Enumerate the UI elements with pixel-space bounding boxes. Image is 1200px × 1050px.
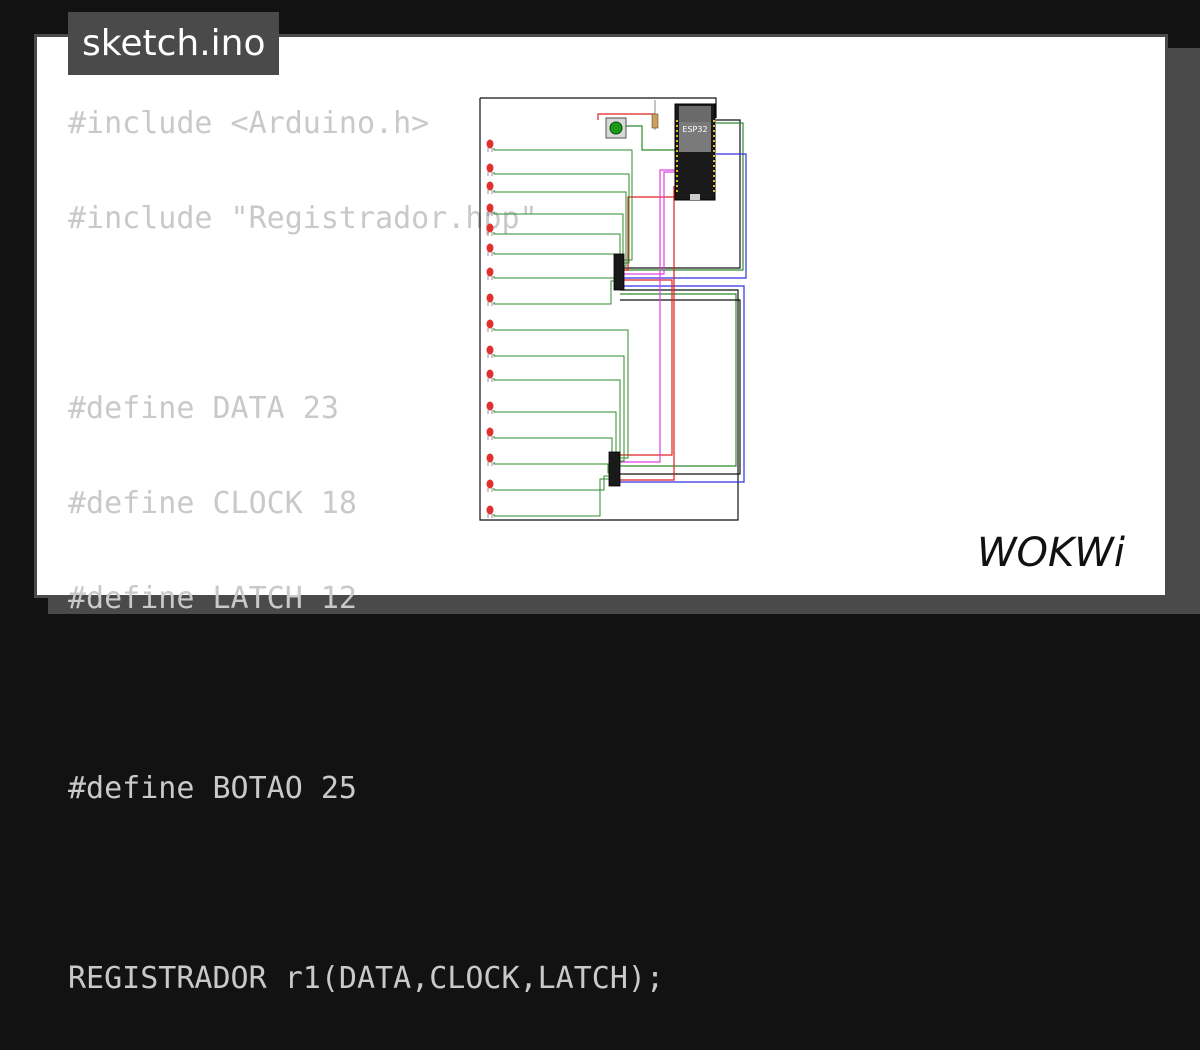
- code-line-4: #define DATA 23: [68, 391, 339, 426]
- led-legs: [487, 252, 493, 256]
- led-wire: [493, 232, 621, 273]
- led-wire: [493, 172, 630, 264]
- esp32-pin: [713, 120, 715, 122]
- esp32-pin: [713, 150, 715, 152]
- esp32-pin: [676, 145, 678, 147]
- esp32-pin: [713, 130, 715, 132]
- code-line-10: REGISTRADOR r1(DATA,CLOCK,LATCH);: [68, 961, 665, 996]
- esp32-pin: [676, 140, 678, 142]
- led[interactable]: [486, 505, 494, 515]
- esp32-pin: [676, 125, 678, 127]
- esp32-pin: [713, 160, 715, 162]
- led-wire: [493, 276, 614, 279]
- led-legs: [487, 410, 493, 414]
- led-wire: [493, 148, 633, 261]
- shift-register-1: [613, 253, 625, 291]
- led-wire: [493, 354, 625, 462]
- code-line-1: #include <Arduino.h>: [68, 106, 430, 141]
- led-legs: [487, 172, 493, 176]
- circuit-diagram: ESP32: [479, 97, 747, 521]
- esp32-pin: [713, 185, 715, 187]
- led[interactable]: [486, 223, 494, 233]
- led-legs: [487, 276, 493, 280]
- wokwi-logo: WOKWi: [977, 530, 1125, 576]
- esp32-pin: [676, 135, 678, 137]
- esp32-pin: [713, 135, 715, 137]
- led-wire: [493, 462, 609, 474]
- esp32-label: ESP32: [682, 125, 707, 134]
- led-legs: [487, 302, 493, 306]
- led[interactable]: [486, 293, 494, 303]
- code-line-8: #define BOTAO 25: [68, 771, 357, 806]
- esp32-pin: [713, 165, 715, 167]
- esp32-pin: [676, 180, 678, 182]
- esp32-pin: [676, 130, 678, 132]
- led[interactable]: [486, 427, 494, 437]
- esp32-pin: [676, 190, 678, 192]
- esp32-pin: [713, 180, 715, 182]
- led[interactable]: [486, 139, 494, 149]
- code-line-7: [68, 670, 664, 718]
- led-legs: [487, 148, 493, 152]
- code-line-6: #define LATCH 12: [68, 581, 357, 616]
- led-wire: [493, 212, 624, 270]
- code-line-2: #include "Registrador.hpp": [68, 201, 538, 236]
- led-legs: [487, 190, 493, 194]
- led-legs: [487, 328, 493, 332]
- led[interactable]: [486, 401, 494, 411]
- esp32-pin: [713, 170, 715, 172]
- led[interactable]: [486, 345, 494, 355]
- led-wire: [493, 475, 609, 491]
- led[interactable]: [486, 163, 494, 173]
- led-legs: [487, 488, 493, 492]
- led-legs: [487, 212, 493, 216]
- led-wire: [493, 328, 629, 459]
- led[interactable]: [486, 181, 494, 191]
- esp32-pin: [676, 150, 678, 152]
- led[interactable]: [486, 203, 494, 213]
- led-legs: [487, 462, 493, 466]
- led[interactable]: [486, 319, 494, 329]
- led[interactable]: [486, 369, 494, 379]
- esp32-pin: [676, 175, 678, 177]
- code-line-9: [68, 860, 664, 908]
- led-legs: [487, 232, 493, 236]
- led-wire: [493, 436, 613, 471]
- led-wire: [493, 252, 618, 276]
- esp32-pin: [713, 190, 715, 192]
- led-legs: [487, 514, 493, 518]
- led[interactable]: [486, 453, 494, 463]
- led-wire: [493, 190, 627, 267]
- svg-text:WOKWi: WOKWi: [977, 530, 1125, 576]
- esp32-pin: [676, 170, 678, 172]
- led-wire: [493, 280, 614, 305]
- esp32-pin: [713, 140, 715, 142]
- esp32-pin: [713, 175, 715, 177]
- preview-card: [34, 34, 1168, 598]
- led[interactable]: [486, 479, 494, 489]
- esp32-pin: [713, 125, 715, 127]
- filename-tab[interactable]: sketch.ino: [68, 12, 280, 75]
- led-legs: [487, 378, 493, 382]
- esp32-pin: [713, 145, 715, 147]
- esp32-pin: [676, 120, 678, 122]
- led[interactable]: [486, 267, 494, 277]
- led-legs: [487, 354, 493, 358]
- led-legs: [487, 436, 493, 440]
- led-wire: [493, 378, 621, 465]
- led-wire: [493, 478, 609, 517]
- esp32-pin: [676, 185, 678, 187]
- esp32-pin: [676, 160, 678, 162]
- esp32-pin: [676, 155, 678, 157]
- led[interactable]: [486, 243, 494, 253]
- esp32-pin: [713, 155, 715, 157]
- esp32-pin: [676, 165, 678, 167]
- shift-register-2: [608, 451, 621, 487]
- code-line-5: #define CLOCK 18: [68, 486, 357, 521]
